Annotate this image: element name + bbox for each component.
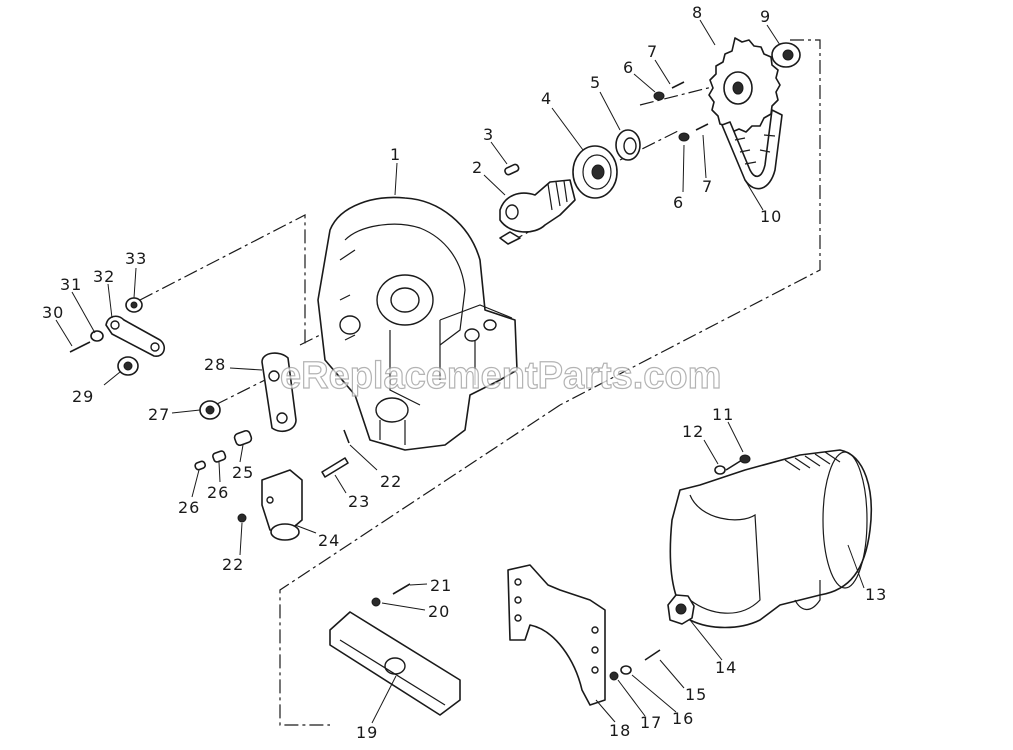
callout-12: 12 [682,422,704,441]
part-24-yoke [261,469,303,541]
part-1-housing [317,196,518,451]
callout-15: 15 [685,685,707,704]
callout-17: 17 [640,713,662,732]
part-9-spacer [771,42,801,68]
part-31-washer [90,330,104,342]
part-12-washer [714,465,726,475]
callout-19: 19 [356,723,378,742]
part-7-screws [671,81,709,131]
callout-11: 11 [712,405,734,424]
callout-23: 23 [348,492,370,511]
callout-9: 9 [760,7,771,26]
callout-18: 18 [609,721,631,740]
callout-26-left: 26 [178,498,200,517]
callout-13: 13 [865,585,887,604]
part-28-link-plate [261,352,297,432]
callout-5: 5 [590,73,601,92]
callout-7-upper: 7 [647,42,658,61]
part-10-chain [721,109,783,190]
part-13-motor [669,449,873,629]
part-16-washer [620,665,632,675]
part-19-cover-plate [329,611,461,716]
callout-7-lower: 7 [702,177,713,196]
callout-26-right: 26 [207,483,229,502]
part-5-retaining-ring [615,129,641,161]
part-29-nut [117,356,139,376]
callout-16: 16 [672,709,694,728]
part-30-bolt [69,341,91,353]
part-27-nut [199,400,221,420]
part-11-screw [725,454,751,471]
watermark-text: eReplacementParts.com [280,355,721,397]
part-20-washer [371,597,381,607]
callout-32: 32 [93,267,115,286]
callout-24: 24 [318,531,340,550]
part-18-bracket [507,564,606,706]
callout-10: 10 [760,207,782,226]
callout-31: 31 [60,275,82,294]
leader-lines [55,19,865,724]
part-23-pin [321,457,349,478]
callout-1: 1 [390,145,401,164]
callout-29: 29 [72,387,94,406]
callout-4: 4 [541,89,552,108]
part-17-nut [609,671,619,681]
part-22-nut-lower [237,513,247,523]
part-8-sprocket [708,37,781,133]
part-21-screw [392,583,411,595]
callout-21: 21 [430,576,452,595]
part-26-bushings [194,450,227,471]
part-22-pin-upper [343,429,350,444]
callout-8: 8 [692,3,703,22]
callout-3: 3 [483,125,494,144]
callout-6-lower: 6 [673,193,684,212]
part-15-bolt [644,649,661,661]
callout-20: 20 [428,602,450,621]
callout-27: 27 [148,405,170,424]
callout-labels: 1 2 3 4 5 6 6 7 7 8 9 10 11 12 13 14 15 … [42,3,887,742]
part-25-bushing [233,429,253,447]
callout-25: 25 [232,463,254,482]
part-14-motor-pinion [667,594,695,625]
callout-22-lower: 22 [222,555,244,574]
callout-33: 33 [125,249,147,268]
callout-28: 28 [204,355,226,374]
callout-14: 14 [715,658,737,677]
part-33-spacer [125,297,143,313]
callout-2: 2 [472,158,483,177]
part-32-lever [105,315,166,357]
part-4-bearing [572,145,618,199]
callout-30: 30 [42,303,64,322]
part-2-pinion-shaft [499,179,576,245]
callout-22-upper: 22 [380,472,402,491]
part-6-nuts [653,91,690,142]
part-3-key [504,163,520,176]
callout-6-upper: 6 [623,58,634,77]
